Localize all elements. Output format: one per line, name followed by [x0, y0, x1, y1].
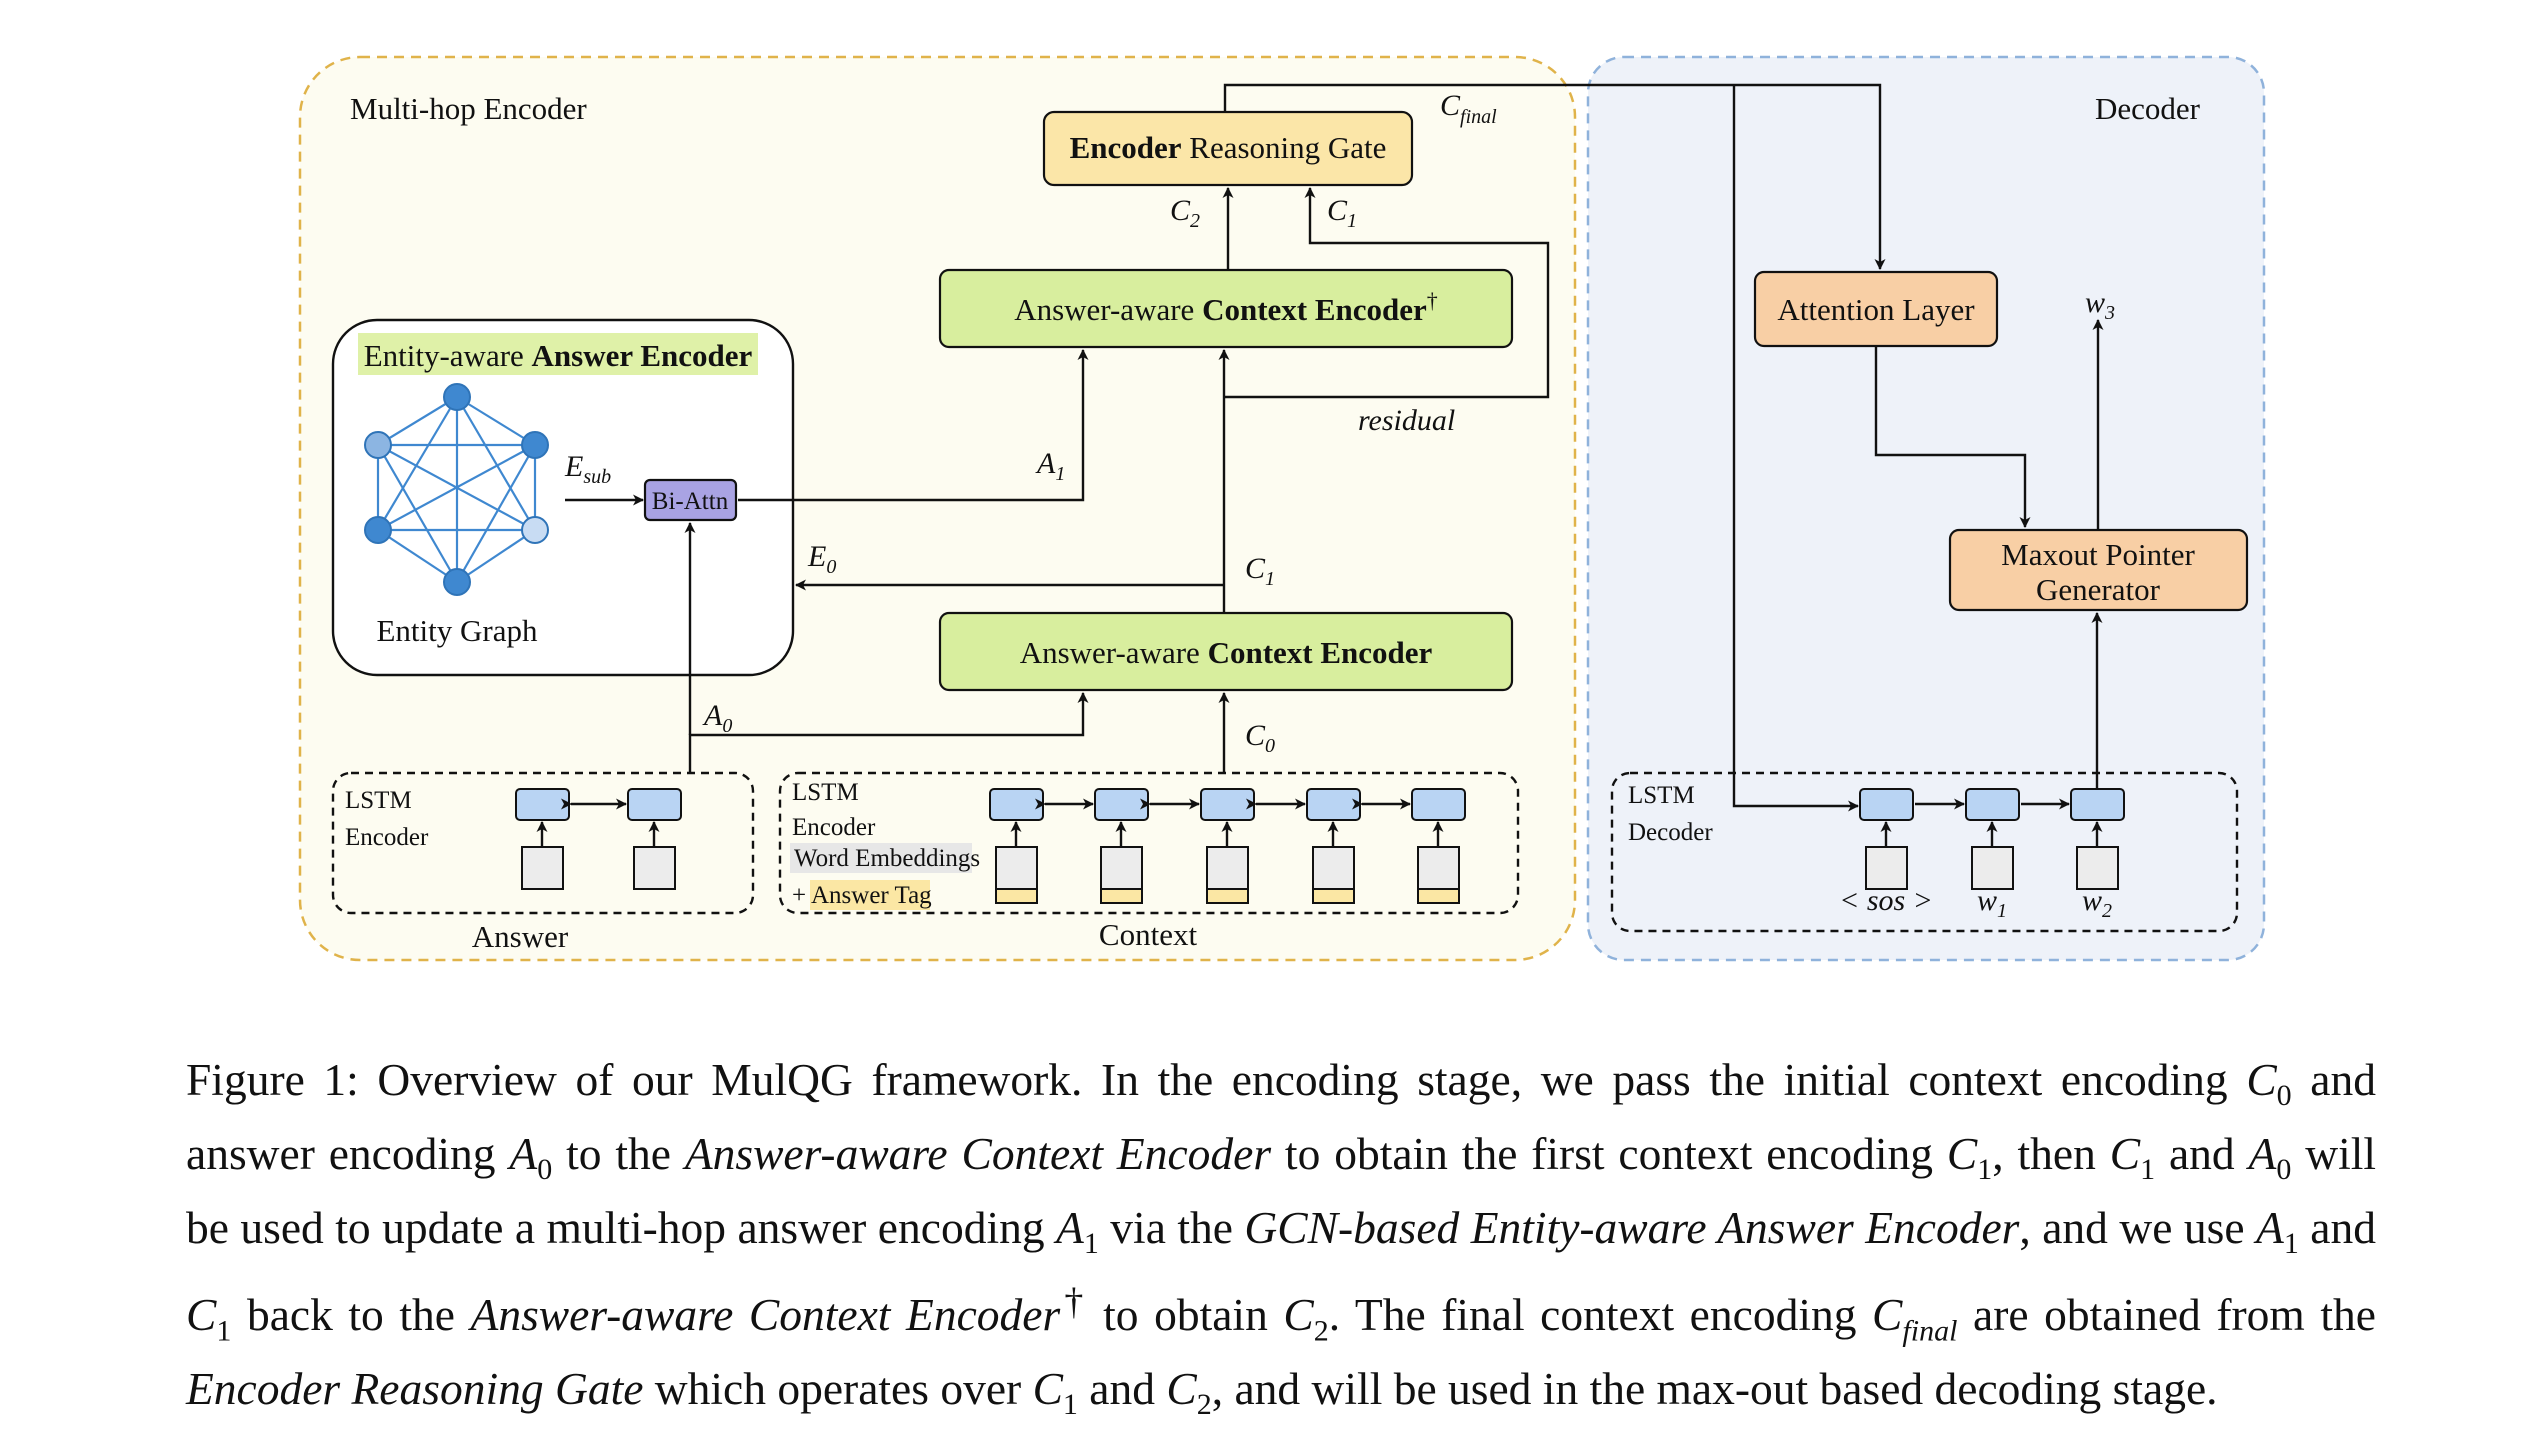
answer-tag-strip — [1101, 889, 1142, 903]
answer-lstm-cell — [628, 789, 681, 820]
figure-caption: Figure 1: Overview of our MulQG framewor… — [186, 1051, 2376, 1434]
encoder-region-title: Multi-hop Encoder — [350, 91, 587, 126]
entity-graph-label: Entity Graph — [377, 613, 538, 648]
context-encoder-dagger-label: Answer-aware Context Encoder† — [1014, 288, 1438, 328]
graph-node-upper-right — [522, 432, 548, 458]
attention-layer-label: Attention Layer — [1777, 292, 1975, 327]
decoder-region-title: Decoder — [2095, 91, 2201, 126]
answer-caption: Answer — [472, 919, 569, 954]
answer-tag-strip — [1418, 889, 1459, 903]
word-embeddings-label: Word Embeddings — [794, 845, 980, 872]
graph-node-lower-left — [365, 517, 391, 543]
context-lstm-label-line1: LSTM — [792, 779, 859, 806]
sos-token-label: < sos > — [1839, 884, 1933, 917]
context-lstm-cell — [1412, 789, 1465, 820]
graph-node-upper-left — [365, 432, 391, 458]
architecture-diagram: Multi-hop Encoder Decoder Encoder Reason… — [0, 0, 2538, 990]
context-lstm-cell — [990, 789, 1043, 820]
context-caption: Context — [1099, 917, 1198, 952]
answer-tag-label: + Answer Tag — [792, 882, 932, 909]
graph-node-lower-right — [522, 517, 548, 543]
entity-encoder-title: Entity-aware Answer Encoder — [364, 338, 753, 373]
decoder-lstm-label-line1: LSTM — [1628, 782, 1695, 809]
answer-lstm-label-line2: Encoder — [345, 824, 429, 851]
decoder-lstm-cell — [1860, 789, 1913, 820]
answer-lstm-label-line1: LSTM — [345, 787, 412, 814]
decoder-input-token — [2077, 847, 2118, 889]
maxout-label-line2: Generator — [2036, 572, 2161, 607]
context-lstm-cell — [1201, 789, 1254, 820]
context-input-token — [1207, 847, 1248, 889]
reasoning-gate-label: Encoder Reasoning Gate — [1070, 130, 1387, 165]
answer-input-token — [634, 847, 675, 889]
context-input-token — [1418, 847, 1459, 889]
context-lstm-cell — [1307, 789, 1360, 820]
decoder-lstm-cell — [1966, 789, 2019, 820]
bi-attn-label: Bi-Attn — [652, 488, 729, 515]
answer-input-token — [522, 847, 563, 889]
context-input-token — [1313, 847, 1354, 889]
decoder-input-token — [1866, 847, 1907, 889]
graph-node-bottom — [444, 569, 470, 595]
answer-tag-strip — [1207, 889, 1248, 903]
answer-tag-strip — [996, 889, 1037, 903]
context-lstm-cell — [1095, 789, 1148, 820]
maxout-label-line1: Maxout Pointer — [2001, 537, 2195, 572]
answer-tag-strip — [1313, 889, 1354, 903]
decoder-lstm-cell — [2071, 789, 2124, 820]
context-input-token — [996, 847, 1037, 889]
context-encoder-label: Answer-aware Context Encoder — [1020, 635, 1433, 670]
graph-node-top — [444, 384, 470, 410]
answer-lstm-cell — [516, 789, 569, 820]
context-lstm-label-line2: Encoder — [792, 814, 876, 841]
decoder-input-token — [1972, 847, 2013, 889]
residual-label: residual — [1358, 404, 1455, 437]
decoder-lstm-label-line2: Decoder — [1628, 819, 1713, 846]
context-input-token — [1101, 847, 1142, 889]
